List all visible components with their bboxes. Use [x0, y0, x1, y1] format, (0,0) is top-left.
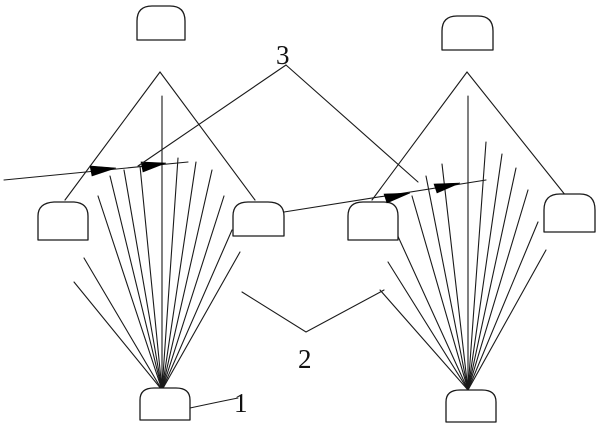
fan-line — [441, 163, 469, 391]
leader-line-1 — [189, 397, 239, 409]
leader-line-3b — [285, 64, 419, 183]
fan-line — [411, 195, 469, 391]
fan-line — [467, 153, 503, 391]
label-3: 3 — [276, 40, 290, 70]
arrowhead — [383, 192, 411, 204]
right-assembly — [347, 15, 596, 423]
right-inner-node — [347, 201, 399, 241]
fan-line — [387, 261, 469, 391]
top-line — [159, 71, 256, 201]
fan-line — [139, 165, 163, 391]
label-2: 2 — [298, 344, 312, 374]
arrowhead — [140, 161, 167, 173]
fan-line — [467, 167, 517, 391]
right-base-node — [445, 389, 497, 423]
right-top-lines — [371, 71, 567, 201]
left-top-node — [136, 5, 186, 41]
left-arrow-line — [3, 161, 189, 181]
top-line — [371, 71, 468, 201]
fan-line — [123, 169, 163, 391]
leader-line-2 — [241, 289, 385, 333]
fan-line — [379, 289, 469, 391]
top-line — [64, 71, 161, 201]
right-outer-node — [543, 193, 596, 233]
arrowhead — [433, 182, 461, 194]
right-top-node — [441, 15, 494, 51]
fan-line — [161, 157, 179, 391]
fan-line — [467, 141, 487, 391]
label-1: 1 — [234, 388, 248, 418]
fan-line — [161, 161, 197, 391]
fan-line — [161, 229, 233, 391]
left-inner-node — [232, 201, 285, 237]
left-outer-node — [37, 201, 89, 241]
right-fan-lines — [379, 95, 547, 391]
leader-line-3a — [137, 64, 287, 167]
left-fan-lines — [73, 95, 241, 391]
fan-line — [73, 281, 163, 391]
fan-line — [97, 195, 163, 391]
fan-line — [161, 251, 241, 391]
leader-lines — [137, 64, 419, 409]
fan-line — [395, 231, 469, 391]
left-base-node — [139, 387, 191, 421]
fan-line — [109, 175, 163, 391]
left-top-lines — [64, 71, 256, 201]
fan-line — [425, 175, 469, 391]
fan-line — [467, 249, 547, 391]
top-line — [466, 71, 567, 197]
fan-line — [83, 257, 163, 391]
fan-line — [161, 195, 225, 391]
arrowhead — [89, 165, 117, 177]
left-assembly — [37, 5, 285, 421]
fan-line — [467, 189, 529, 391]
right-arrow-line — [283, 179, 487, 213]
fan-line — [467, 221, 539, 391]
fan-line — [161, 169, 213, 391]
